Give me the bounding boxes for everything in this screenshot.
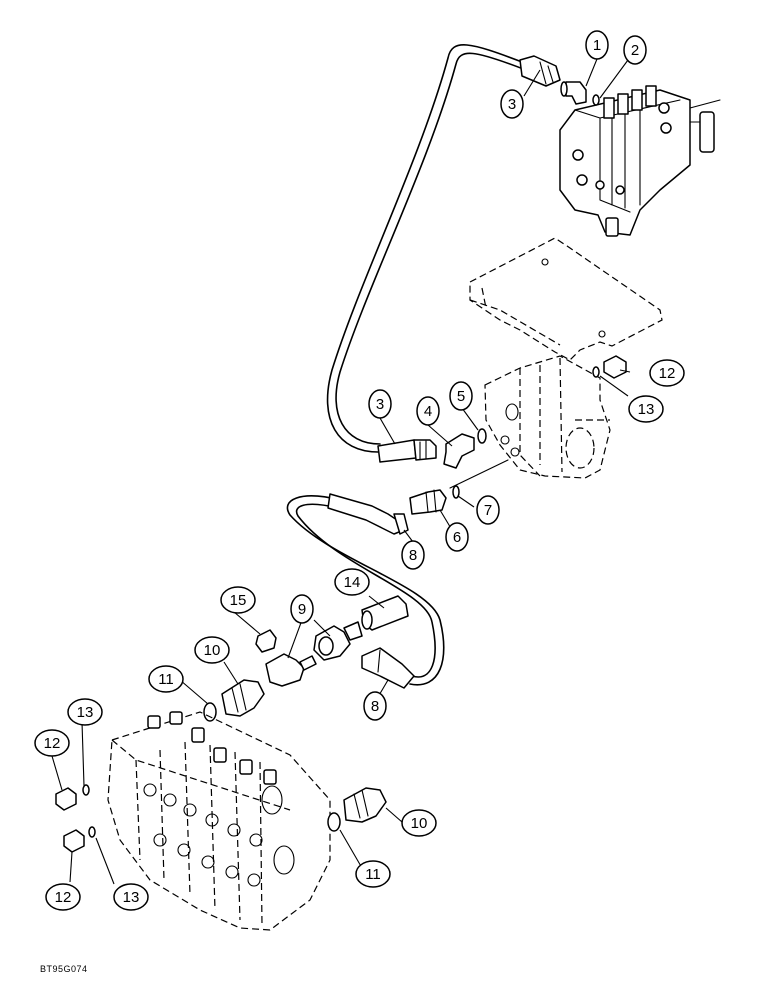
callout-8-upper-label: 8 <box>409 547 417 564</box>
mounting-plate <box>469 237 663 361</box>
callout-12-upper-left: 12 <box>34 729 70 757</box>
callout-1-label: 1 <box>593 37 601 54</box>
elbow-fitting-4 <box>443 433 475 469</box>
callout-8-lower-label: 8 <box>371 698 379 715</box>
hose-fitting-middle <box>377 439 437 463</box>
callout-6: 6 <box>445 522 469 552</box>
hose-elbow-8-upper <box>327 493 409 535</box>
o-ring-5 <box>477 428 487 444</box>
plug-12-lower-left <box>63 829 85 853</box>
callout-12-middle-label: 12 <box>659 365 676 382</box>
callout-5: 5 <box>449 381 473 411</box>
plug-12-middle <box>603 355 627 379</box>
control-valve-top <box>559 85 721 237</box>
callout-13-middle: 13 <box>628 395 664 423</box>
callout-4-label: 4 <box>424 403 432 420</box>
callout-11-upper-label: 11 <box>158 671 174 688</box>
adapter-10-upper <box>221 679 265 717</box>
callout-1: 1 <box>585 30 609 60</box>
callout-2: 2 <box>623 35 647 65</box>
o-ring-13-middle <box>592 366 600 378</box>
callout-5-label: 5 <box>457 388 465 405</box>
callout-12-lower-left-label: 12 <box>55 889 72 906</box>
callout-12-lower-left: 12 <box>45 883 81 911</box>
o-ring-13-lower-left <box>88 826 96 838</box>
control-valve-middle <box>484 355 611 479</box>
callout-9: 9 <box>290 594 314 624</box>
callout-10-lower-label: 10 <box>411 815 428 832</box>
callout-13-upper-left-label: 13 <box>77 704 94 721</box>
callout-11-upper: 11 <box>148 665 184 693</box>
callout-12-upper-left-label: 12 <box>44 735 61 752</box>
plug-12-upper-left <box>55 787 77 811</box>
o-ring-7 <box>452 485 460 499</box>
callout-8-lower: 8 <box>363 691 387 721</box>
callout-13-lower-left-label: 13 <box>123 889 140 906</box>
adapter-10-lower <box>343 787 387 823</box>
callout-2-label: 2 <box>631 42 639 59</box>
o-ring-11-upper <box>203 702 217 722</box>
callout-10-lower: 10 <box>401 809 437 837</box>
callout-8-upper: 8 <box>401 540 425 570</box>
elbow-fitting-1 <box>560 81 587 105</box>
adapter-fitting-6 <box>409 489 447 515</box>
o-ring-13-upper-left <box>82 784 90 796</box>
tee-fitting-9 <box>265 621 363 687</box>
callout-7: 7 <box>476 495 500 525</box>
connector-line <box>449 459 509 489</box>
callout-7-label: 7 <box>484 502 492 519</box>
figure-reference-code: BT95G074 <box>40 964 88 974</box>
hose-fitting-8-lower <box>361 647 415 689</box>
nut-15 <box>255 629 277 653</box>
o-ring-11-lower <box>327 812 341 832</box>
callout-3-middle: 3 <box>368 389 392 419</box>
o-ring-2 <box>592 94 600 106</box>
callout-11-lower: 11 <box>355 860 391 888</box>
callout-13-middle-label: 13 <box>638 401 655 418</box>
callout-3-middle-label: 3 <box>376 396 384 413</box>
callout-9-label: 9 <box>298 601 306 618</box>
callout-13-upper-left: 13 <box>67 698 103 726</box>
callout-10-upper-label: 10 <box>204 642 221 659</box>
hose-fitting-14 <box>361 595 409 631</box>
hose-lower <box>286 495 445 686</box>
callout-13-lower-left: 13 <box>113 883 149 911</box>
callout-15-label: 15 <box>230 592 247 609</box>
callout-11-lower-label: 11 <box>365 866 381 883</box>
callout-10-upper: 10 <box>194 636 230 664</box>
callout-3-top-label: 3 <box>508 96 516 113</box>
callout-4: 4 <box>416 396 440 426</box>
callout-3-top: 3 <box>500 89 524 119</box>
hose-upper <box>326 44 527 453</box>
callout-14: 14 <box>334 568 370 596</box>
callout-14-label: 14 <box>344 574 361 591</box>
callout-15: 15 <box>220 586 256 614</box>
callout-12-middle: 12 <box>649 359 685 387</box>
callout-6-label: 6 <box>453 529 461 546</box>
control-valve-bank-lower <box>107 711 331 931</box>
